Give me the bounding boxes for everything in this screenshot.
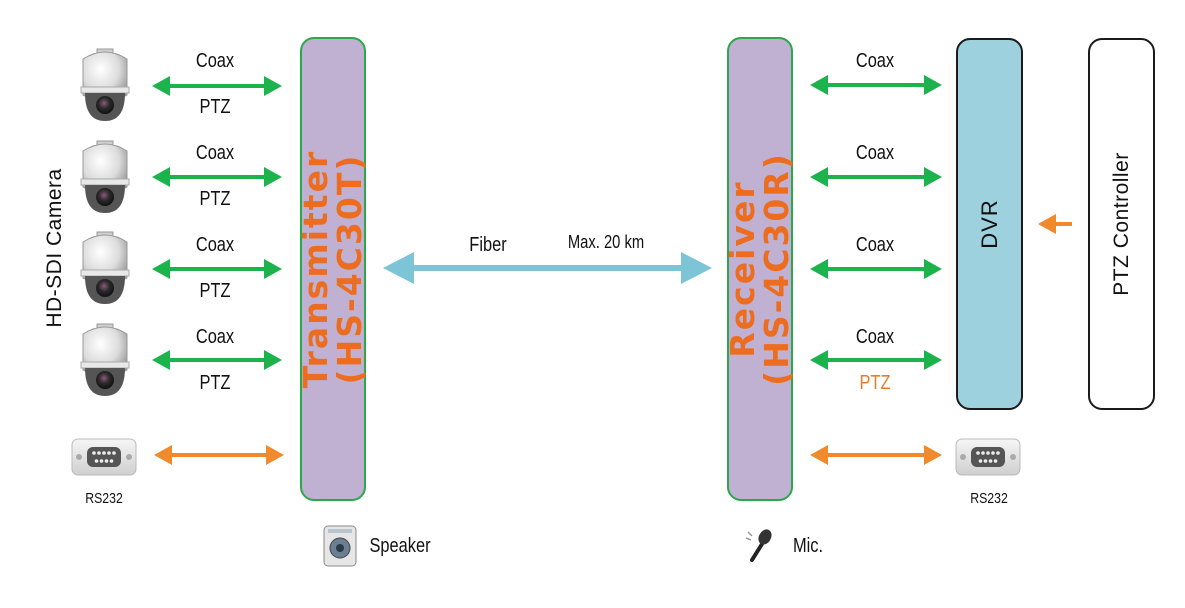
- microphone-icon: [745, 529, 772, 562]
- camera-icon: [80, 231, 130, 304]
- transmitter-box: Transmitter (HS-4C30T): [296, 37, 369, 501]
- coax-arrow: [152, 76, 282, 96]
- ptz-label: PTZ: [859, 372, 891, 394]
- rs232-connector-icon: [955, 438, 1021, 476]
- ptz-controller-box: PTZ Controller: [1088, 38, 1155, 410]
- control-arrow: [1038, 214, 1072, 234]
- coax-label: Coax: [195, 326, 235, 348]
- camera-icon: [80, 323, 130, 396]
- fiber-arrow: [383, 252, 712, 284]
- rs232-connector-icon: [71, 438, 137, 476]
- ptz-label: PTZ: [199, 280, 231, 302]
- ptz-controller-label: PTZ Controller: [1109, 152, 1133, 296]
- fiber-label: Fiber: [469, 234, 507, 256]
- coax-label: Coax: [855, 326, 895, 348]
- speaker-label: Speaker: [369, 535, 431, 557]
- coax-label: Coax: [855, 50, 895, 72]
- camera-icon: [80, 140, 130, 213]
- dvr-label: DVR: [976, 199, 1002, 249]
- fiber-distance-label: Max. 20 km: [567, 232, 645, 252]
- coax-label: Coax: [195, 142, 235, 164]
- coax-label: Coax: [195, 50, 235, 72]
- coax-arrow: [152, 259, 282, 279]
- receiver-label: Receiver (HS-4C30R): [723, 152, 796, 386]
- receiver-box: Receiver (HS-4C30R): [723, 37, 796, 501]
- coax-arrow: [810, 350, 942, 370]
- coax-arrow: [152, 350, 282, 370]
- rs232-arrow: [154, 445, 284, 465]
- speaker-icon: [323, 525, 357, 567]
- rs232-arrow: [810, 445, 942, 465]
- camera-icon: [80, 48, 130, 121]
- rs232-label: RS232: [970, 490, 1008, 507]
- mic-label: Mic.: [792, 535, 824, 557]
- ptz-label: PTZ: [199, 372, 231, 394]
- coax-arrow: [810, 75, 942, 95]
- ptz-label: PTZ: [199, 188, 231, 210]
- coax-label: Coax: [195, 234, 235, 256]
- coax-arrow: [810, 259, 942, 279]
- rs232-label: RS232: [85, 490, 123, 507]
- transmitter-label: Transmitter (HS-4C30T): [296, 149, 369, 389]
- dvr-box: DVR: [956, 38, 1023, 410]
- ptz-label: PTZ: [199, 96, 231, 118]
- coax-label: Coax: [855, 234, 895, 256]
- coax-arrow: [152, 167, 282, 187]
- coax-label: Coax: [855, 142, 895, 164]
- coax-arrow: [810, 167, 942, 187]
